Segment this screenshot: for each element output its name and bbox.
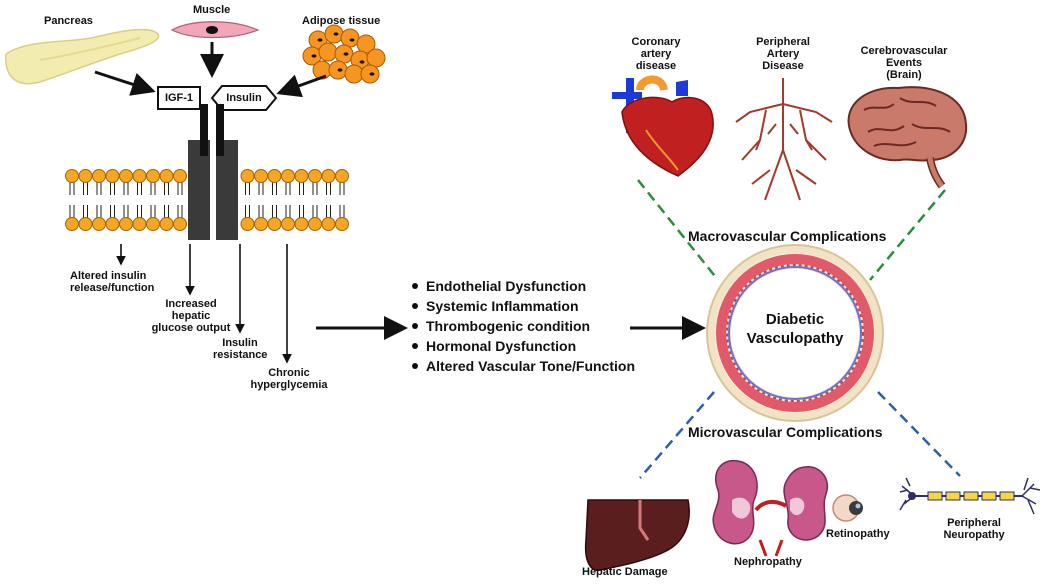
eye-image [832,494,863,522]
lipid-head [65,217,79,231]
lipid-head [105,169,120,183]
lipid-head [132,169,147,183]
pancreas-image [5,28,160,85]
lipid-head [119,217,133,231]
lipid-head [78,217,93,231]
mechanism-item: Altered Vascular Tone/Function [412,356,635,376]
igf1-box [157,86,201,110]
pancreas-label: Pancreas [44,15,93,27]
lipid-head [335,169,349,183]
lipid-head [321,169,336,183]
retinopathy-label: Retinopathy [826,528,890,540]
lipid-head [92,169,106,183]
lipid-head [146,217,160,231]
heart-image [612,75,714,177]
insulin-label: Insulin [226,92,262,104]
peripheral-artery-image [735,78,833,201]
lipid-head [240,169,255,183]
lipid-head [65,169,79,183]
nephropathy-label: Nephropathy [734,556,802,568]
lipid-head [119,169,133,183]
vessel-cross-section [706,244,884,422]
insulin-hexagon [210,85,278,111]
lipid-head [173,217,187,231]
lipid-head [146,169,160,183]
macro-dash-left [637,179,719,281]
mechanism-item: Hormonal Dysfunction [412,336,635,356]
lipid-head [294,169,309,183]
lipid-head [254,217,268,231]
igf1-label: IGF-1 [164,92,194,104]
lipid-head [159,169,174,183]
lipid-head [321,217,336,231]
arrow-pancreas [94,70,156,96]
lipid-head [78,169,93,183]
brain-image [847,86,968,189]
mechanism-list: Endothelial Dysfunction Systemic Inflamm… [412,276,635,376]
lipid-head [267,217,282,231]
lipid-head [254,169,268,183]
lipid-head [132,217,147,231]
arrow-adipose [276,74,327,98]
lipid-head [92,217,106,231]
lipid-head [308,169,322,183]
neuron-image [899,477,1041,515]
liver-image [584,499,690,571]
macro-dash-right [869,189,946,281]
lipid-head [281,217,295,231]
microvascular-title: Microvascular Complications [688,424,883,440]
mechanism-item: Systemic Inflammation [412,296,635,316]
lipid-head [335,217,349,231]
lipid-head [281,169,295,183]
receptor [188,104,238,240]
lipid-head [173,169,187,183]
adipose-nuclei [311,32,375,76]
lipid-head [294,217,309,231]
mechanism-item: Thrombogenic condition [412,316,635,336]
kidney-image [712,459,829,557]
muscle-label: Muscle [193,4,231,16]
hepatic-damage-label: Hepatic Damage [582,566,668,578]
mechanism-item: Endothelial Dysfunction [412,276,635,296]
lipid-head [267,169,282,183]
lipid-head [105,217,120,231]
adipose-label: Adipose tissue [302,15,381,27]
cell-membrane [65,169,349,231]
lipid-head [308,217,322,231]
lipid-head [159,217,174,231]
muscle-cell-image [170,21,260,39]
micro-dash-left [639,391,715,479]
micro-dash-right [877,391,961,477]
lipid-head [240,217,255,231]
macrovascular-title: Macrovascular Complications [688,228,887,244]
